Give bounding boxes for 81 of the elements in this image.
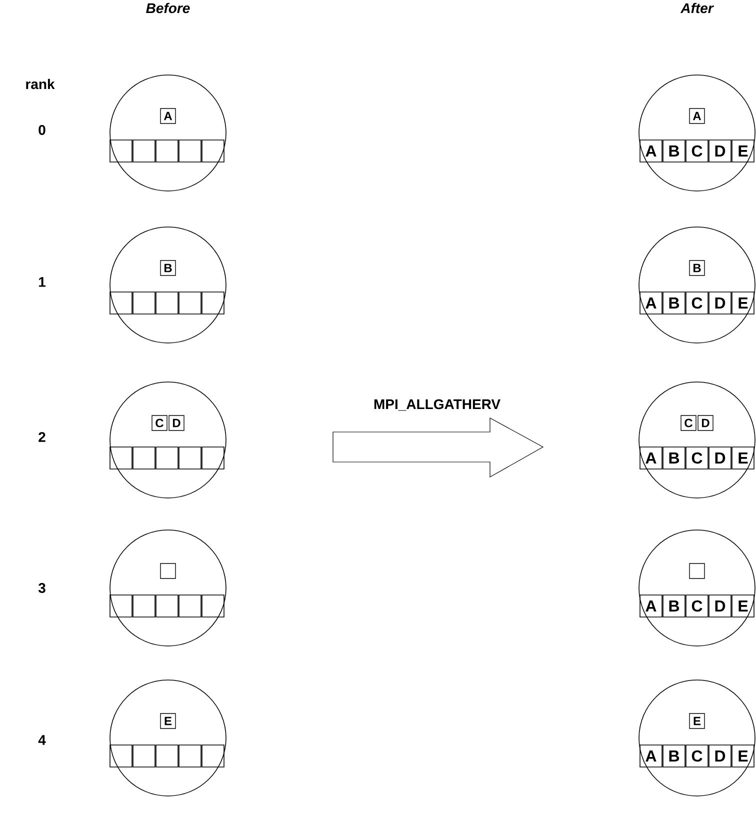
buffer-cell: C [686,140,708,162]
buffer-cell: A [640,140,662,162]
buffer-cell: D [708,446,732,470]
buffer-cell: A [640,446,662,470]
buffer-cell [178,292,202,314]
buffer-cell [156,140,178,162]
buffer-cell: B [662,446,686,470]
buffer-cell: C [686,744,708,768]
buffer-cell: E [732,446,754,470]
buffer-cell [156,744,178,768]
buffer-cell [202,744,224,768]
rank-number: 0 [38,125,46,135]
process-circle [638,680,756,796]
rank-number: 3 [38,583,46,593]
process-circle [638,226,756,344]
send-cell: E [160,713,176,729]
buffer-cell: A [640,594,662,618]
send-cell: A [689,108,705,124]
buffer-cell [202,292,224,314]
buffer-cell [156,446,178,470]
rank-number: 4 [38,735,46,745]
process-circle [110,74,226,192]
buffer-cell [178,446,202,470]
send-cell [160,563,176,579]
axis-title: rank [26,78,55,90]
buffer-cell: B [662,744,686,768]
operation-label: MPI_ALLGATHERV [374,399,500,411]
process-circle [638,382,756,498]
send-cell: A [160,108,176,124]
send-cell [689,563,705,579]
send-cell: C [152,415,168,431]
buffer-cell [110,744,132,768]
send-cell: B [160,260,176,276]
process-circle [110,226,226,344]
buffer-cell: A [640,292,662,314]
buffer-cell: C [686,292,708,314]
buffer-cell [202,594,224,618]
process-circle [110,530,226,646]
rank-number: 1 [38,277,46,287]
column-heading: Before [146,2,190,14]
buffer-cell [110,446,132,470]
buffer-cell [132,292,156,314]
send-cell: D [168,415,184,431]
buffer-cell: B [662,292,686,314]
buffer-cell: C [686,594,708,618]
send-cell: D [698,415,714,431]
buffer-cell: E [732,744,754,768]
buffer-cell: E [732,292,754,314]
buffer-cell [132,744,156,768]
process-circle [110,382,226,498]
buffer-cell: B [662,140,686,162]
buffer-cell [178,140,202,162]
buffer-cell [132,594,156,618]
buffer-cell [202,140,224,162]
buffer-cell [132,140,156,162]
process-circle [110,680,226,796]
buffer-cell [178,594,202,618]
buffer-cell [202,446,224,470]
buffer-cell: D [708,292,732,314]
buffer-cell [178,744,202,768]
buffer-cell [156,292,178,314]
buffer-cell [132,446,156,470]
send-cell: C [680,415,696,431]
buffer-cell: E [732,140,754,162]
buffer-cell: C [686,446,708,470]
buffer-cell: D [708,744,732,768]
buffer-cell [110,140,132,162]
buffer-cell: A [640,744,662,768]
buffer-cell [110,594,132,618]
buffer-cell: E [732,594,754,618]
buffer-cell [110,292,132,314]
buffer-cell: B [662,594,686,618]
send-cell: E [689,713,705,729]
process-circle [638,530,756,646]
send-cell: B [689,260,705,276]
rank-number: 2 [38,432,46,442]
buffer-cell: D [708,594,732,618]
buffer-cell: D [708,140,732,162]
column-heading: After [680,2,714,14]
buffer-cell [156,594,178,618]
process-circle [638,74,756,192]
